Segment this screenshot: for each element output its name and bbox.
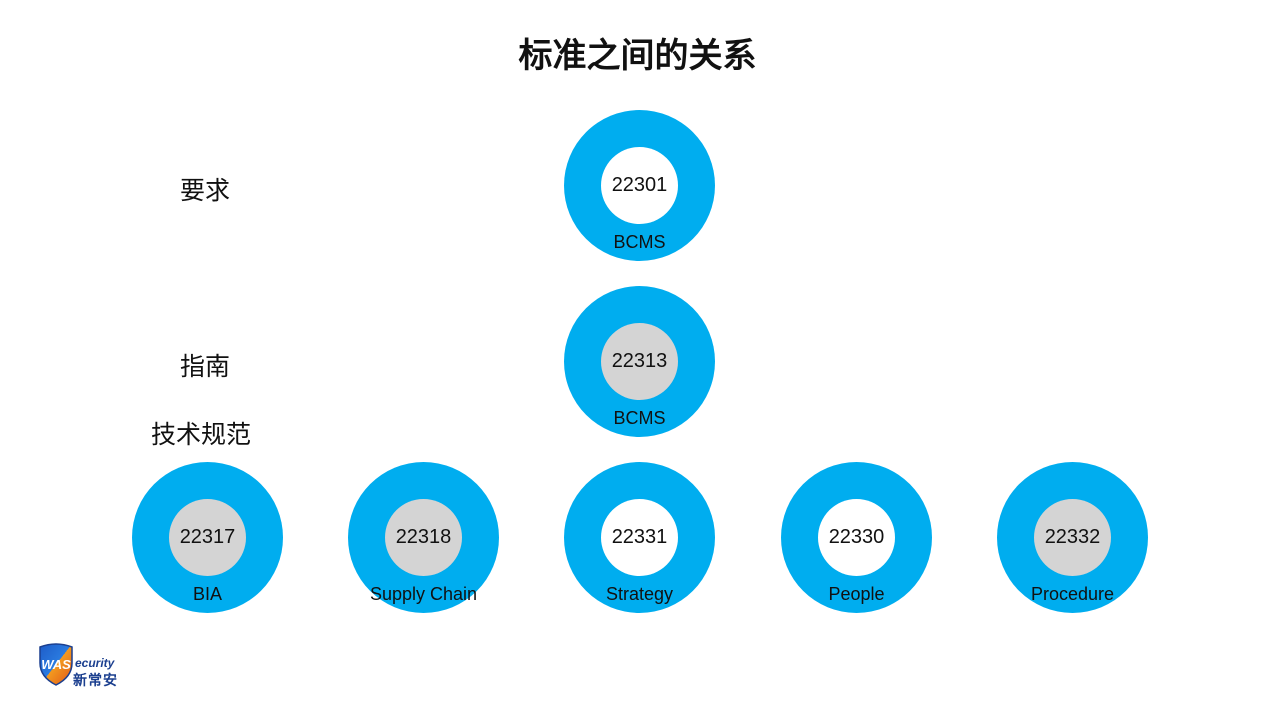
node-name: BCMS — [613, 408, 666, 428]
node-22332: 22332 Procedure — [997, 462, 1148, 613]
node-code: 22331 — [611, 526, 668, 548]
node-name: People — [828, 584, 885, 604]
row-label-technical-specs: 技术规范 — [151, 420, 252, 449]
node-hole — [818, 499, 895, 576]
node-22318: 22318 Supply Chain — [348, 462, 499, 613]
node-hole — [385, 499, 462, 576]
node-name: Strategy — [605, 584, 674, 604]
node-hole — [601, 499, 678, 576]
node-code: 22301 — [611, 174, 668, 196]
row-label-requirements: 要求 — [180, 176, 231, 205]
node-code: 22330 — [828, 526, 885, 548]
node-code: 22317 — [179, 526, 236, 548]
node-name: Procedure — [1030, 584, 1115, 604]
node-name: Supply Chain — [369, 584, 478, 604]
node-name: BCMS — [613, 232, 666, 252]
node-22317: 22317 BIA — [132, 462, 283, 613]
node-hole — [601, 323, 678, 400]
node-22313: 22313 BCMS — [564, 286, 715, 437]
brand-logo: WAS ecurity 新常安 — [36, 641, 136, 689]
node-code: 22313 — [611, 350, 668, 372]
row-label-guidance: 指南 — [180, 352, 231, 381]
page-title: 标准之间的关系 — [518, 36, 757, 76]
node-name: BIA — [192, 584, 222, 604]
node-22330: 22330 People — [781, 462, 932, 613]
logo-text: ecurity — [75, 656, 115, 670]
node-hole — [601, 147, 678, 224]
node-code: 22332 — [1044, 526, 1101, 548]
logo-chinese: 新常安 — [73, 673, 118, 689]
logo-mark: WAS — [41, 657, 71, 672]
shield-icon: WAS — [39, 643, 73, 686]
node-22301: 22301 BCMS — [564, 110, 715, 261]
node-hole — [1034, 499, 1111, 576]
node-22331: 22331 Strategy — [564, 462, 715, 613]
node-hole — [169, 499, 246, 576]
node-code: 22318 — [395, 526, 452, 548]
